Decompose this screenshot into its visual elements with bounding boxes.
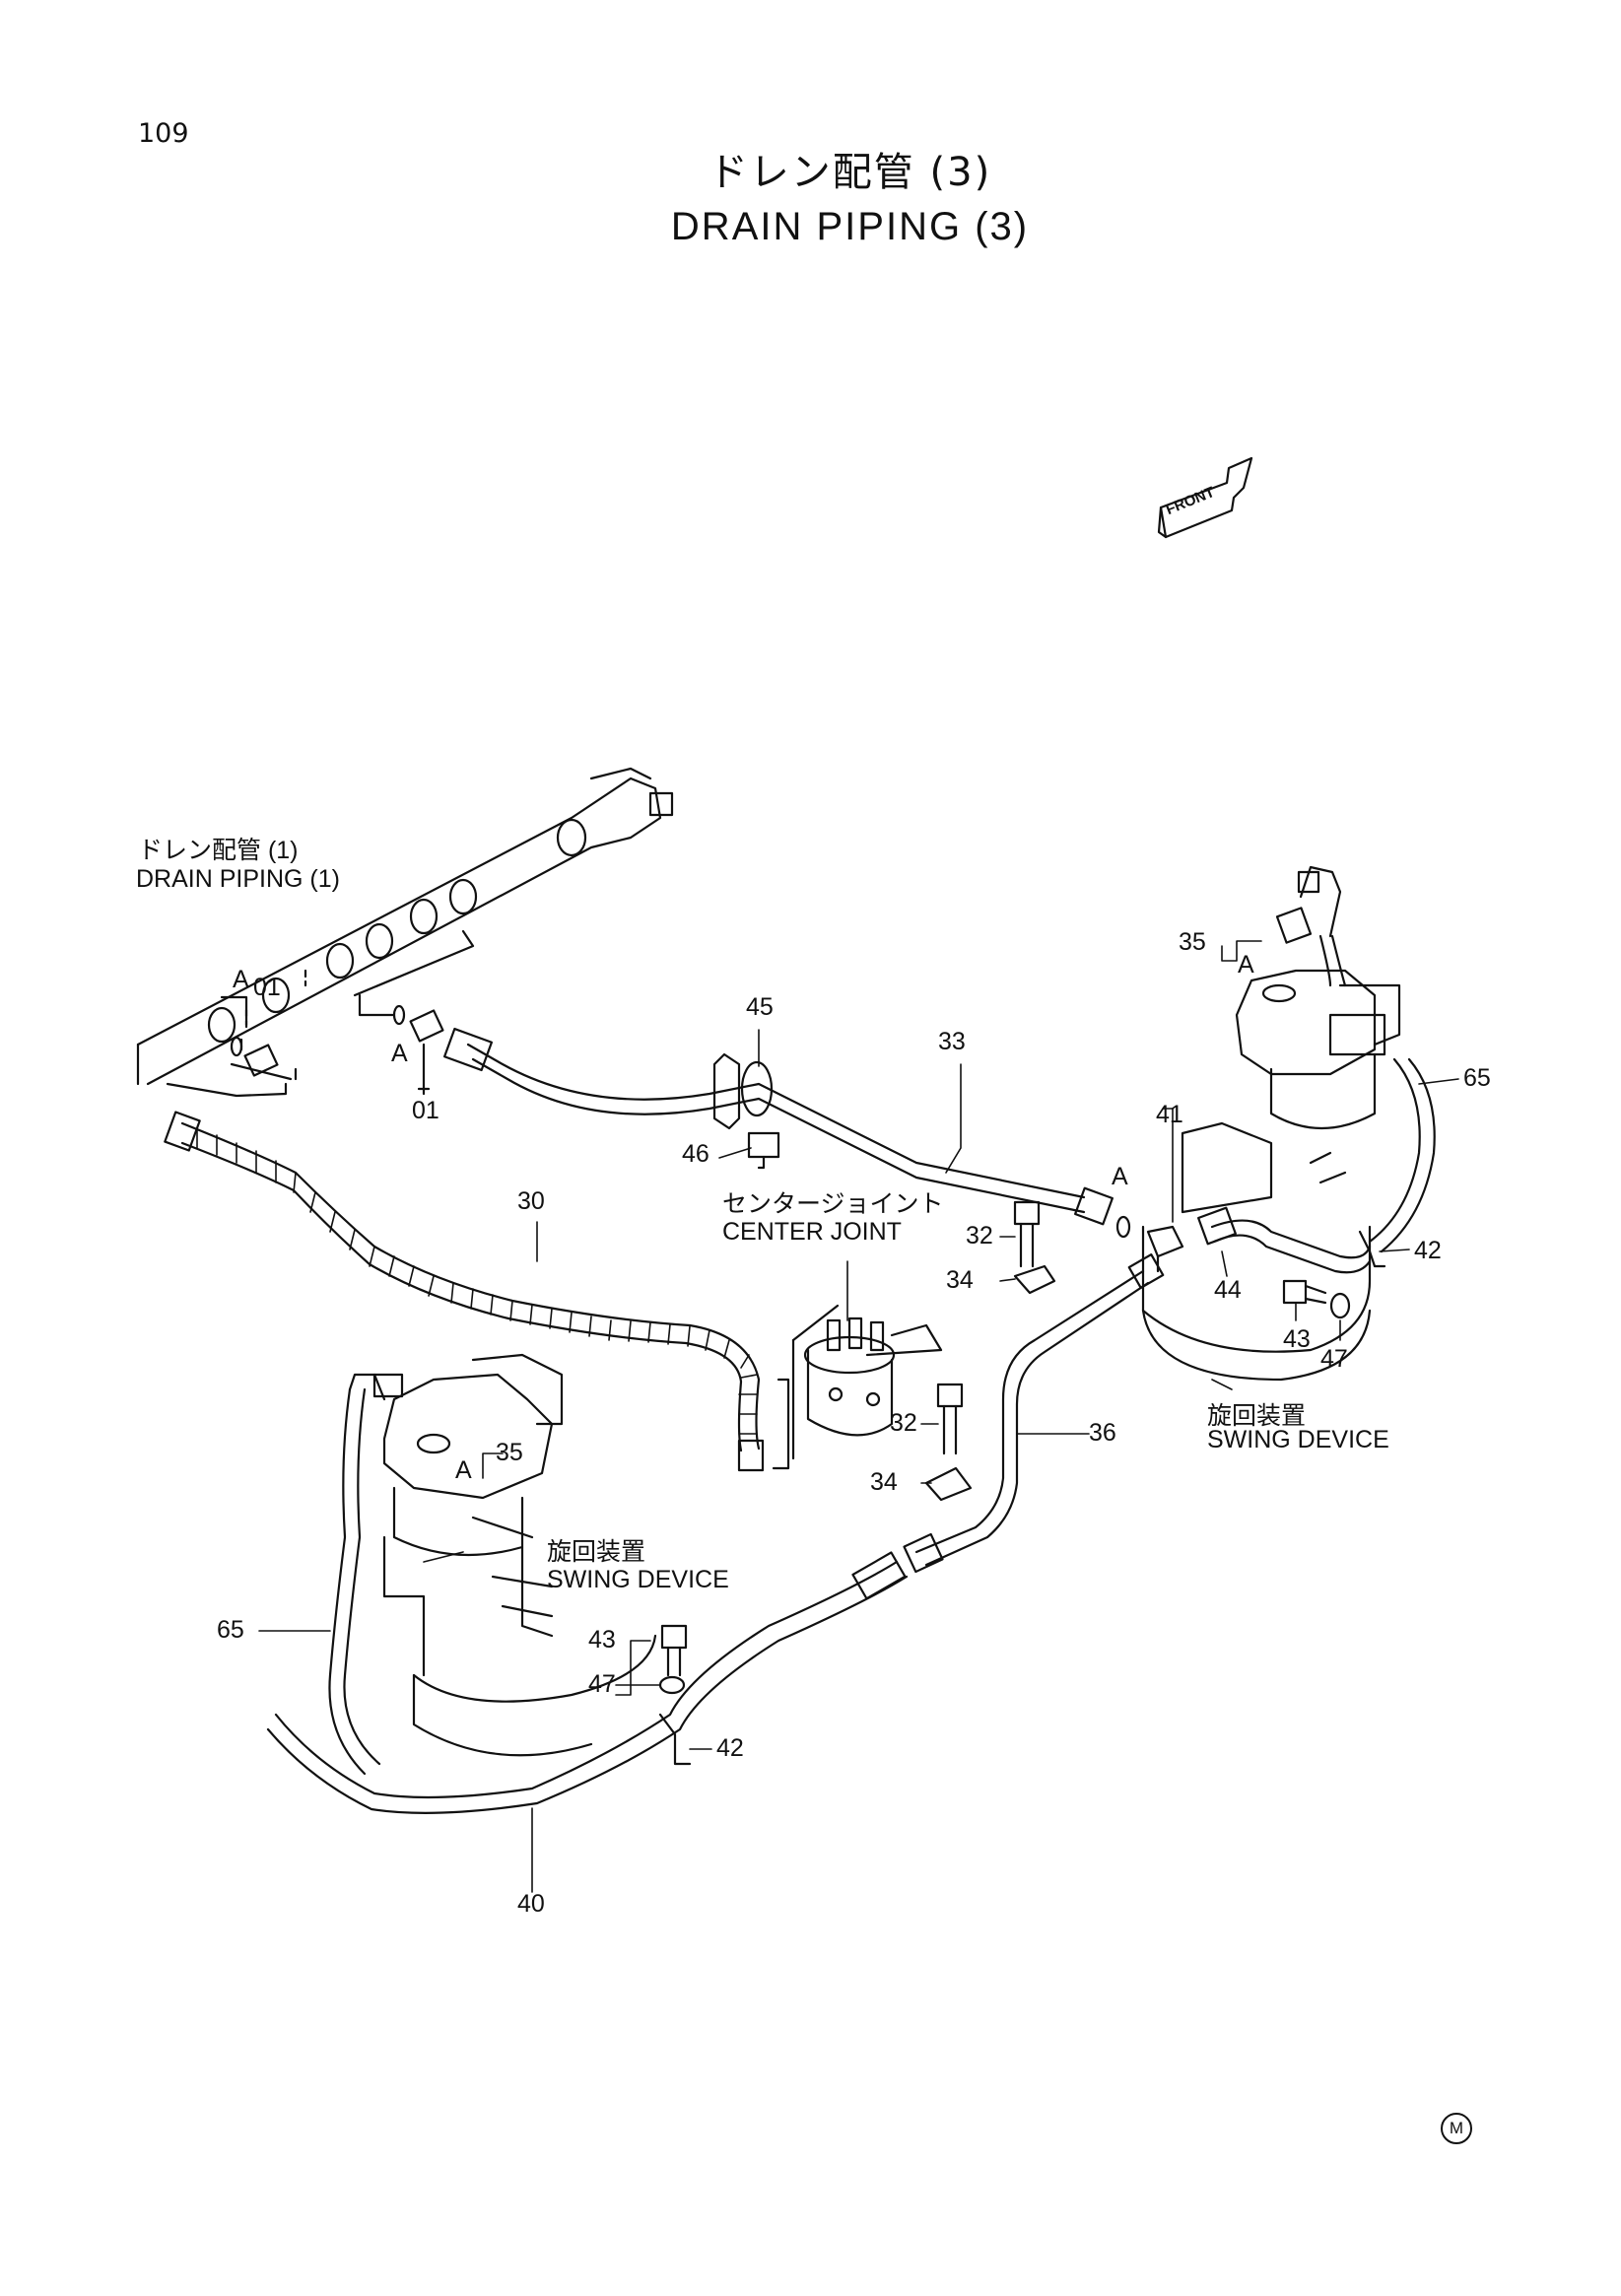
callout-65-left: 65 (217, 1616, 244, 1644)
callout-42-left: 42 (716, 1734, 744, 1762)
washer-47-left (658, 1675, 686, 1695)
detail-mark: A (1112, 1163, 1128, 1190)
callout-32-lower: 32 (890, 1409, 917, 1437)
callout-35-right: 35 (1179, 928, 1206, 956)
bolt-32-lower (936, 1383, 964, 1455)
bolt-46 (747, 1131, 780, 1170)
callout-40: 40 (517, 1890, 545, 1918)
detail-mark: A (1238, 951, 1254, 979)
bolt-43-left (660, 1624, 688, 1677)
detail-mark: A (455, 1456, 472, 1484)
m-mark-icon: M (1441, 2113, 1472, 2144)
hose-40 (266, 1551, 909, 1814)
clamp-42-right (1358, 1230, 1386, 1268)
callout-01-left: 01 (253, 974, 281, 1001)
hose-30 (164, 1111, 765, 1472)
center-joint-label-en: CENTER JOINT (722, 1218, 902, 1246)
callout-32-upper: 32 (966, 1222, 993, 1249)
callout-44: 44 (1214, 1276, 1242, 1304)
callout-36: 36 (1089, 1419, 1116, 1447)
clamp-42-left (658, 1713, 692, 1766)
drain-manifold (136, 767, 674, 1086)
page-title-jp: ドレン配管 (3) (708, 150, 992, 195)
bolt-43-right (1282, 1279, 1327, 1305)
callout-42-right: 42 (1414, 1237, 1442, 1264)
detail-mark: A (233, 966, 249, 993)
swing-device-right (1141, 969, 1401, 1382)
clamp-34-upper (1013, 1264, 1056, 1295)
swing-device-right-label-en: SWING DEVICE (1207, 1426, 1389, 1453)
page-title-en: DRAIN PIPING (3) (670, 205, 1030, 248)
callout-45: 45 (746, 993, 774, 1021)
title-block: ドレン配管 (3) DRAIN PIPING (3) (0, 140, 1621, 249)
bolt-32-upper (1013, 1200, 1041, 1268)
center-joint-label-jp: センタージョイント (722, 1190, 944, 1218)
callout-33: 33 (938, 1028, 966, 1055)
callout-43-right: 43 (1283, 1325, 1311, 1353)
callout-47-left: 47 (588, 1670, 616, 1698)
callout-65-right: 65 (1463, 1064, 1491, 1092)
drain-piping-1-label-en: DRAIN PIPING (1) (136, 865, 340, 893)
center-joint (791, 1304, 943, 1460)
hose-65-left (328, 1373, 404, 1776)
swing-device-left-label-en: SWING DEVICE (547, 1566, 729, 1593)
page-number: 109 (138, 118, 189, 149)
drain-piping-1-label-jp: ドレン配管 (1) (138, 837, 299, 864)
callout-34-upper: 34 (946, 1266, 974, 1294)
callout-43-left: 43 (588, 1626, 616, 1654)
washer-47-right (1329, 1292, 1351, 1319)
front-arrow-icon (1157, 456, 1253, 539)
detail-mark: A (391, 1040, 408, 1067)
swing-device-left (382, 1353, 657, 1757)
fitting-41 (1115, 1215, 1184, 1273)
fitting-01-right (392, 1004, 444, 1043)
callout-01-right: 01 (412, 1097, 439, 1124)
callout-30: 30 (517, 1187, 545, 1215)
leader-lines (258, 940, 1459, 1893)
clamp-34-lower (924, 1466, 973, 1502)
hose-44 (1197, 1206, 1372, 1274)
callout-35-left: 35 (496, 1439, 523, 1466)
clamp-bracket-45 (712, 1052, 774, 1130)
pipe-36 (903, 1253, 1165, 1574)
callout-46: 46 (682, 1140, 709, 1168)
callout-34-lower: 34 (870, 1468, 898, 1496)
swing-device-left-label-jp: 旋回装置 (547, 1538, 646, 1566)
swing-device-right-label-jp: 旋回装置 (1207, 1402, 1307, 1430)
callout-47-right: 47 (1320, 1345, 1348, 1373)
hose-33 (442, 1027, 1114, 1226)
hose-65-right (1275, 865, 1436, 1253)
callout-41: 41 (1156, 1101, 1183, 1128)
